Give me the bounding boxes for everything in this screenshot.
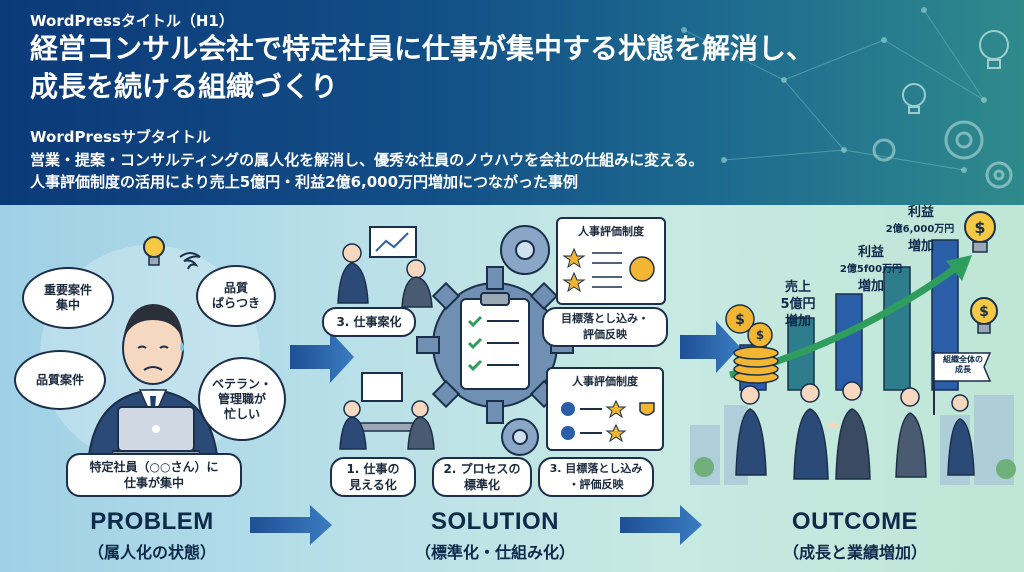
solution-title: SOLUTION [431,508,559,535]
header-banner: WordPressタイトル（H1） 経営コンサル会社で特定社員に仕事が集中する状… [0,0,1024,205]
problem-caption: 特定社員（○○さん）に 仕事が集中 [66,453,242,497]
label-goal-evaluation-lower: 3. 目標落とし込み ・評価反映 [538,457,654,497]
hr-card-content-upper [562,247,655,293]
presentation-people-figure [337,226,433,308]
label-task-case: 3. 仕事案化 [322,307,416,337]
label-goal-evaluation: 目標落とし込み・ 評価反映 [542,307,668,347]
sales-increase-label: 売上 5億円 増加 [780,280,816,329]
profit-top-value: 2億6,000万円 [885,224,955,235]
profit-mid-label: 利益 [857,245,884,260]
solution-panel: 人事評価制度 目標落とし込み・ 評価反映 人事評価制度 3. 仕事案化 1. 仕… [320,205,690,572]
label-process-standardization: 2. プロセスの 標準化 [432,457,532,497]
growth-arrow-head [946,255,972,281]
solution-subtitle: （標準化・仕組み化） [414,543,575,562]
bubble-quality-variance: 品質 ばらつき [196,265,276,327]
hr-card-title-upper: 人事評価制度 [578,225,644,238]
network-lightbulb-decoration [681,7,1013,189]
growth-bar [835,293,863,391]
flow-arrows [250,321,740,545]
outcome-panel: $ $ $ $ 組織全体の 成長 売上 5億円 増加 利益 2億5f00万円 増… [690,205,1024,572]
svg-text:$: $ [756,328,764,342]
growth-flag [933,351,992,415]
page-title-line1: 経営コンサル会社で特定社員に仕事が集中する状態を解消し、 [30,32,815,65]
svg-text:$: $ [979,304,989,320]
profit-mid-increase: 増加 [857,279,884,294]
gear-clipboard-icon [416,266,574,424]
svg-text:$: $ [974,218,985,237]
arrow-problem-solution-lower [250,505,332,545]
svg-text:$: $ [735,312,745,328]
problem-subtitle: （属人化の状態） [87,543,216,562]
bubble-quality-cases: 品質案件 [14,350,106,410]
meeting-people-figure [339,372,435,450]
arrow-problem-solution-upper [290,331,354,383]
problem-title: PROBLEM [90,508,214,535]
hr-evaluation-card-upper: 人事評価制度 [556,217,666,305]
flag-label: 組織全体の 成長 [943,355,983,374]
bubble-veteran-busy: ベテラン・ 管理職が 忙しい [198,357,286,441]
hr-card-title-lower: 人事評価制度 [572,375,638,388]
team-handshake-figures [735,381,975,480]
small-gear-icon-lower [501,418,539,456]
problem-panel: 重要案件 集中 品質 ばらつき 品質案件 ベテラン・ 管理職が 忙しい 特定社員… [0,205,300,572]
arrow-solution-outcome-upper [680,321,740,373]
coin-stack-icon: $ $ [725,304,779,384]
lightbulb-dollar-icon: $ [964,211,996,253]
subtitle-label: WordPressサブタイトル [30,128,211,146]
profit-mid-value: 2億5f00万円 [839,264,903,275]
hr-evaluation-card-lower: 人事評価制度 [546,367,664,451]
outcome-subtitle: （成長と業績増加） [782,543,927,562]
page-title-line2: 成長を続ける組織づくり [30,70,339,103]
bubble-important-cases: 重要案件 集中 [22,267,114,329]
title-label: WordPressタイトル（H1） [30,12,234,30]
lightbulb-icon [143,236,165,266]
profit-top-label: 利益 [907,205,934,220]
stress-swirl-icon [179,252,201,270]
profit-top-increase: 増加 [907,239,934,254]
growth-bar [883,266,911,391]
label-work-visualization: 1. 仕事の 見える化 [330,457,416,497]
subtitle-line2: 人事評価制度の活用により売上5億円・利益2億6,000万円増加につながった事例 [30,173,579,191]
hr-card-content-lower [561,399,655,443]
small-gear-icon [500,225,550,275]
subtitle-line1: 営業・提案・コンサルティングの属人化を解消し、優秀な社員のノウハウを会社の仕組み… [30,151,704,169]
arrow-solution-outcome-lower [620,505,702,545]
lightbulb-dollar-icon-2: $ [970,297,998,334]
outcome-title: OUTCOME [791,508,919,535]
